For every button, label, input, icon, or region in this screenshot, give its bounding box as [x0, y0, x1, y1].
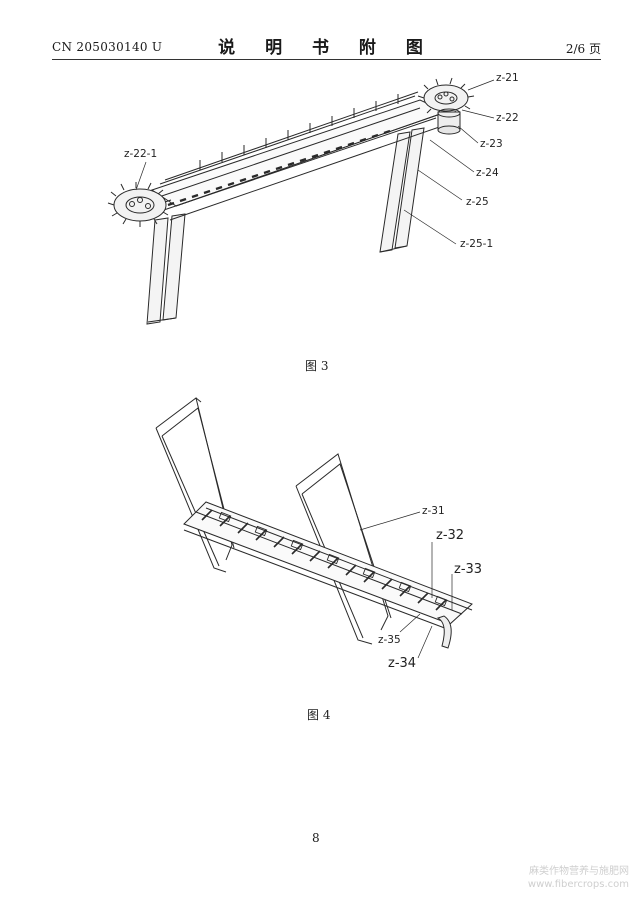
label-z-25-1: z-25-1 — [460, 238, 494, 250]
label-z-34: z-34 — [388, 656, 417, 671]
page-header: CN 205030140 U 说 明 书 附 图 2/6 页 — [52, 30, 601, 58]
label-z-32: z-32 — [436, 528, 465, 543]
label-z-21: z-21 — [496, 72, 519, 84]
page-indicator: 2/6 页 — [565, 42, 601, 56]
label-z-23: z-23 — [480, 138, 503, 150]
page-number: 8 — [312, 831, 320, 845]
label-z-25: z-25 — [466, 196, 489, 208]
label-z-31: z-31 — [422, 505, 445, 517]
leg-right — [380, 128, 424, 252]
outlet-chute — [438, 616, 451, 648]
label-z-35: z-35 — [378, 634, 401, 646]
fig3-leader-lines — [136, 80, 494, 244]
label-z-22: z-22 — [496, 112, 519, 124]
leg-left-front — [147, 214, 185, 324]
watermark-line-2: www.fibercrops.com — [527, 879, 629, 890]
figure-4-caption: 图 4 — [307, 708, 331, 722]
conveyor-bed — [184, 502, 472, 630]
label-z-24: z-24 — [476, 167, 499, 179]
figure-3-caption: 图 3 — [305, 359, 329, 373]
watermark: 麻类作物营养与施肥网 www.fibercrops.com — [528, 865, 629, 891]
header-rule — [52, 59, 601, 60]
patent-number: CN 205030140 U — [52, 40, 163, 54]
right-sprocket — [418, 78, 474, 118]
left-sprocket — [108, 182, 171, 227]
label-z-22-1: z-22-1 — [124, 148, 158, 160]
watermark-line-1: 麻类作物营养与施肥网 — [529, 866, 629, 877]
conveyor-beam — [150, 92, 448, 220]
frame-left — [156, 398, 234, 572]
header-title: 说 明 书 附 图 — [218, 38, 435, 58]
fig4-leader-lines — [360, 512, 452, 658]
motor-unit — [437, 108, 461, 135]
label-z-33: z-33 — [454, 562, 483, 577]
